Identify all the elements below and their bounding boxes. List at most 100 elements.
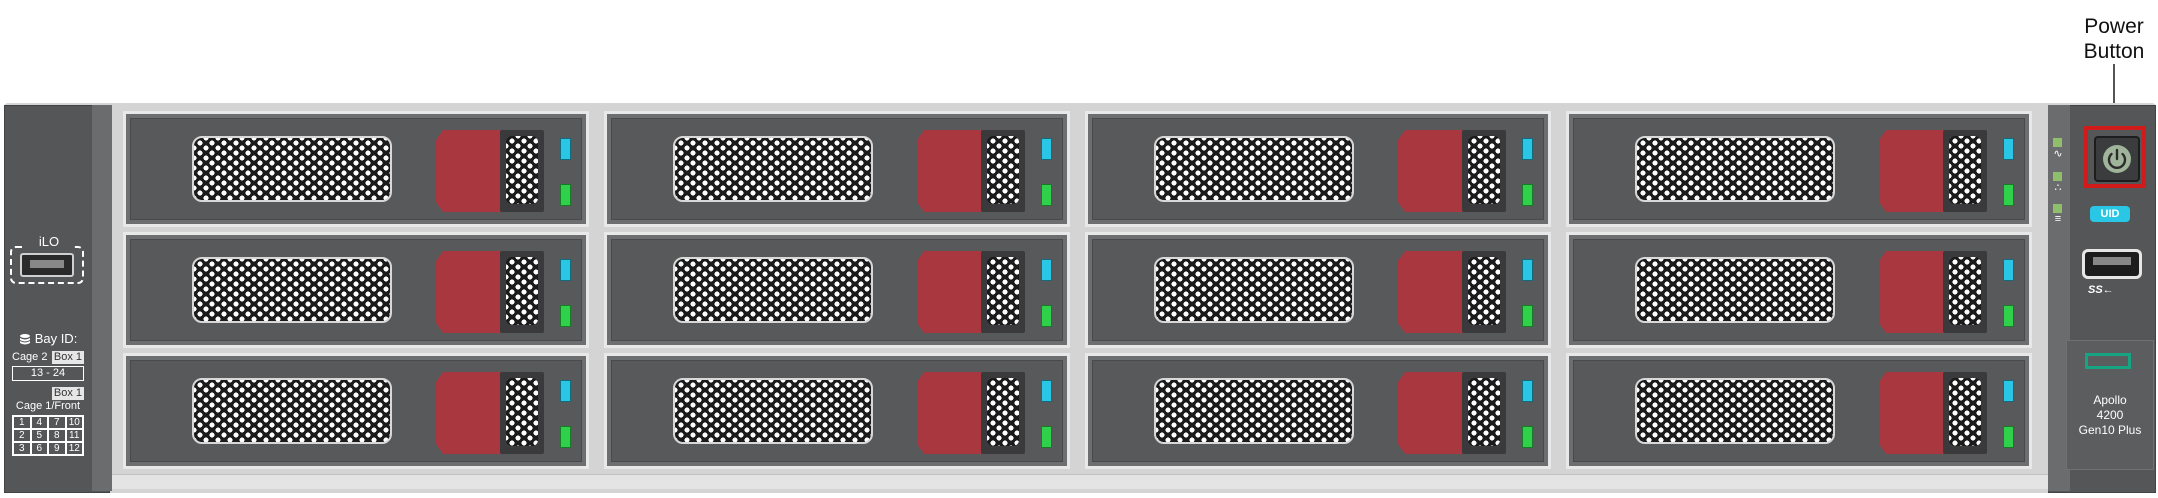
drive-vent-grille: [192, 378, 392, 444]
cage1-label: Cage 1/Front: [15, 400, 81, 412]
drive-activity-led: [1522, 259, 1533, 281]
bay-id-title: Bay ID:: [12, 332, 84, 345]
usb-superspeed-label: SS←: [2088, 284, 2114, 296]
power-button[interactable]: [2094, 136, 2140, 182]
drive-activity-led: [560, 259, 571, 281]
latch-vent-grille: [506, 378, 538, 446]
bay-number: 5: [30, 429, 48, 442]
model-panel: Apollo 4200 Gen10 Plus: [2066, 340, 2154, 470]
drive-vent-grille: [192, 136, 392, 202]
drive-bay[interactable]: [604, 232, 1070, 348]
latch-vent-grille: [1468, 136, 1500, 204]
drive-vent-grille: [673, 378, 873, 444]
drive-bay[interactable]: [1566, 111, 2032, 227]
drive-bay[interactable]: [604, 111, 1070, 227]
drive-status-led: [2003, 426, 2014, 448]
bay-number: 8: [48, 429, 66, 442]
drive-vent-grille: [1635, 136, 1835, 202]
bottom-rail: [112, 474, 2048, 489]
drive-bay[interactable]: [123, 111, 589, 227]
drive-status-led: [560, 305, 571, 327]
drive-status-led: [1041, 184, 1052, 206]
drive-bay[interactable]: [123, 232, 589, 348]
drive-activity-led: [1522, 138, 1533, 160]
drive-vent-grille: [1154, 257, 1354, 323]
ilo-usb-port[interactable]: [20, 253, 74, 277]
bay-number: 4: [30, 416, 48, 429]
latch-vent-grille: [987, 136, 1019, 204]
cage2-range: 13 - 24: [12, 366, 84, 381]
drive-status-led: [1522, 305, 1533, 327]
drive-status-led: [1041, 426, 1052, 448]
drive-led: [2053, 204, 2062, 213]
hpe-logo-icon: [2085, 353, 2131, 369]
drive-activity-led: [560, 138, 571, 160]
ilo-label: iLO: [24, 234, 74, 249]
model-name: Apollo 4200 Gen10 Plus: [2067, 393, 2153, 438]
drive-bay[interactable]: [1085, 232, 1551, 348]
drive-activity-led: [2003, 259, 2014, 281]
drive-vent-grille: [673, 136, 873, 202]
drive-status-led: [560, 184, 571, 206]
bay-number: 1: [13, 416, 31, 429]
drive-vent-grille: [1635, 378, 1835, 444]
drive-activity-led: [1041, 259, 1052, 281]
latch-vent-grille: [1468, 378, 1500, 446]
drive-status-led: [2003, 184, 2014, 206]
drive-bay[interactable]: [604, 353, 1070, 469]
callout-leader-line: [2113, 64, 2115, 128]
bay-id-block: Bay ID: Cage 2 Box 1 13 - 24 Box 1 Cage …: [12, 332, 84, 456]
drive-status-led: [1041, 305, 1052, 327]
latch-vent-grille: [987, 257, 1019, 325]
drive-bay[interactable]: [123, 353, 589, 469]
network-icon: ∴: [2054, 182, 2062, 194]
model-line-1: Apollo: [2093, 393, 2127, 407]
bay-number: 11: [65, 429, 83, 442]
drive-bay[interactable]: [1085, 353, 1551, 469]
bay-number: 7: [48, 416, 66, 429]
bay-number: 10: [65, 416, 83, 429]
nic-led: [2053, 172, 2062, 181]
cage2-label: Cage 2: [12, 351, 48, 363]
usb3-port[interactable]: [2082, 249, 2142, 279]
latch-vent-grille: [506, 257, 538, 325]
latch-vent-grille: [1949, 378, 1981, 446]
uid-button[interactable]: UID: [2090, 206, 2130, 222]
drive-activity-led: [560, 380, 571, 402]
drive-status-led: [1522, 426, 1533, 448]
drive-bay[interactable]: [1566, 353, 2032, 469]
bay-number: 3: [13, 442, 31, 455]
drive-activity-led: [1522, 380, 1533, 402]
drive-activity-led: [1041, 380, 1052, 402]
drive-bay[interactable]: [1085, 111, 1551, 227]
bay-number: 2: [13, 429, 31, 442]
drive-bay[interactable]: [1566, 232, 2032, 348]
box-tag-1: Box 1: [51, 351, 84, 364]
drive-activity-led: [2003, 138, 2014, 160]
bay-number: 9: [48, 442, 66, 455]
health-led: [2053, 138, 2062, 147]
drive-activity-led: [1041, 138, 1052, 160]
left-ear-strip: [92, 105, 112, 491]
drive-vent-grille: [1154, 136, 1354, 202]
latch-vent-grille: [506, 136, 538, 204]
bay-id-label: Bay ID:: [34, 331, 78, 346]
bay-number: 6: [30, 442, 48, 455]
latch-vent-grille: [1949, 257, 1981, 325]
power-button-highlight: [2084, 126, 2146, 188]
latch-vent-grille: [987, 378, 1019, 446]
power-icon: [2103, 145, 2131, 173]
health-icon: ∿: [2053, 148, 2063, 160]
drive-vent-grille: [673, 257, 873, 323]
cage1-bay-grid: 1 4 7 10 2 5 8 11 3 6 9 12: [12, 415, 84, 456]
drive-vent-grille: [1635, 257, 1835, 323]
drive-stack-icon: ≡: [2054, 213, 2062, 225]
drive-status-led: [1522, 184, 1533, 206]
drive-vent-grille: [192, 257, 392, 323]
latch-vent-grille: [1468, 257, 1500, 325]
drive-vent-grille: [1154, 378, 1354, 444]
drive-status-led: [560, 426, 571, 448]
model-line-3: Gen10 Plus: [2078, 423, 2142, 437]
latch-vent-grille: [1949, 136, 1981, 204]
drive-activity-led: [2003, 380, 2014, 402]
